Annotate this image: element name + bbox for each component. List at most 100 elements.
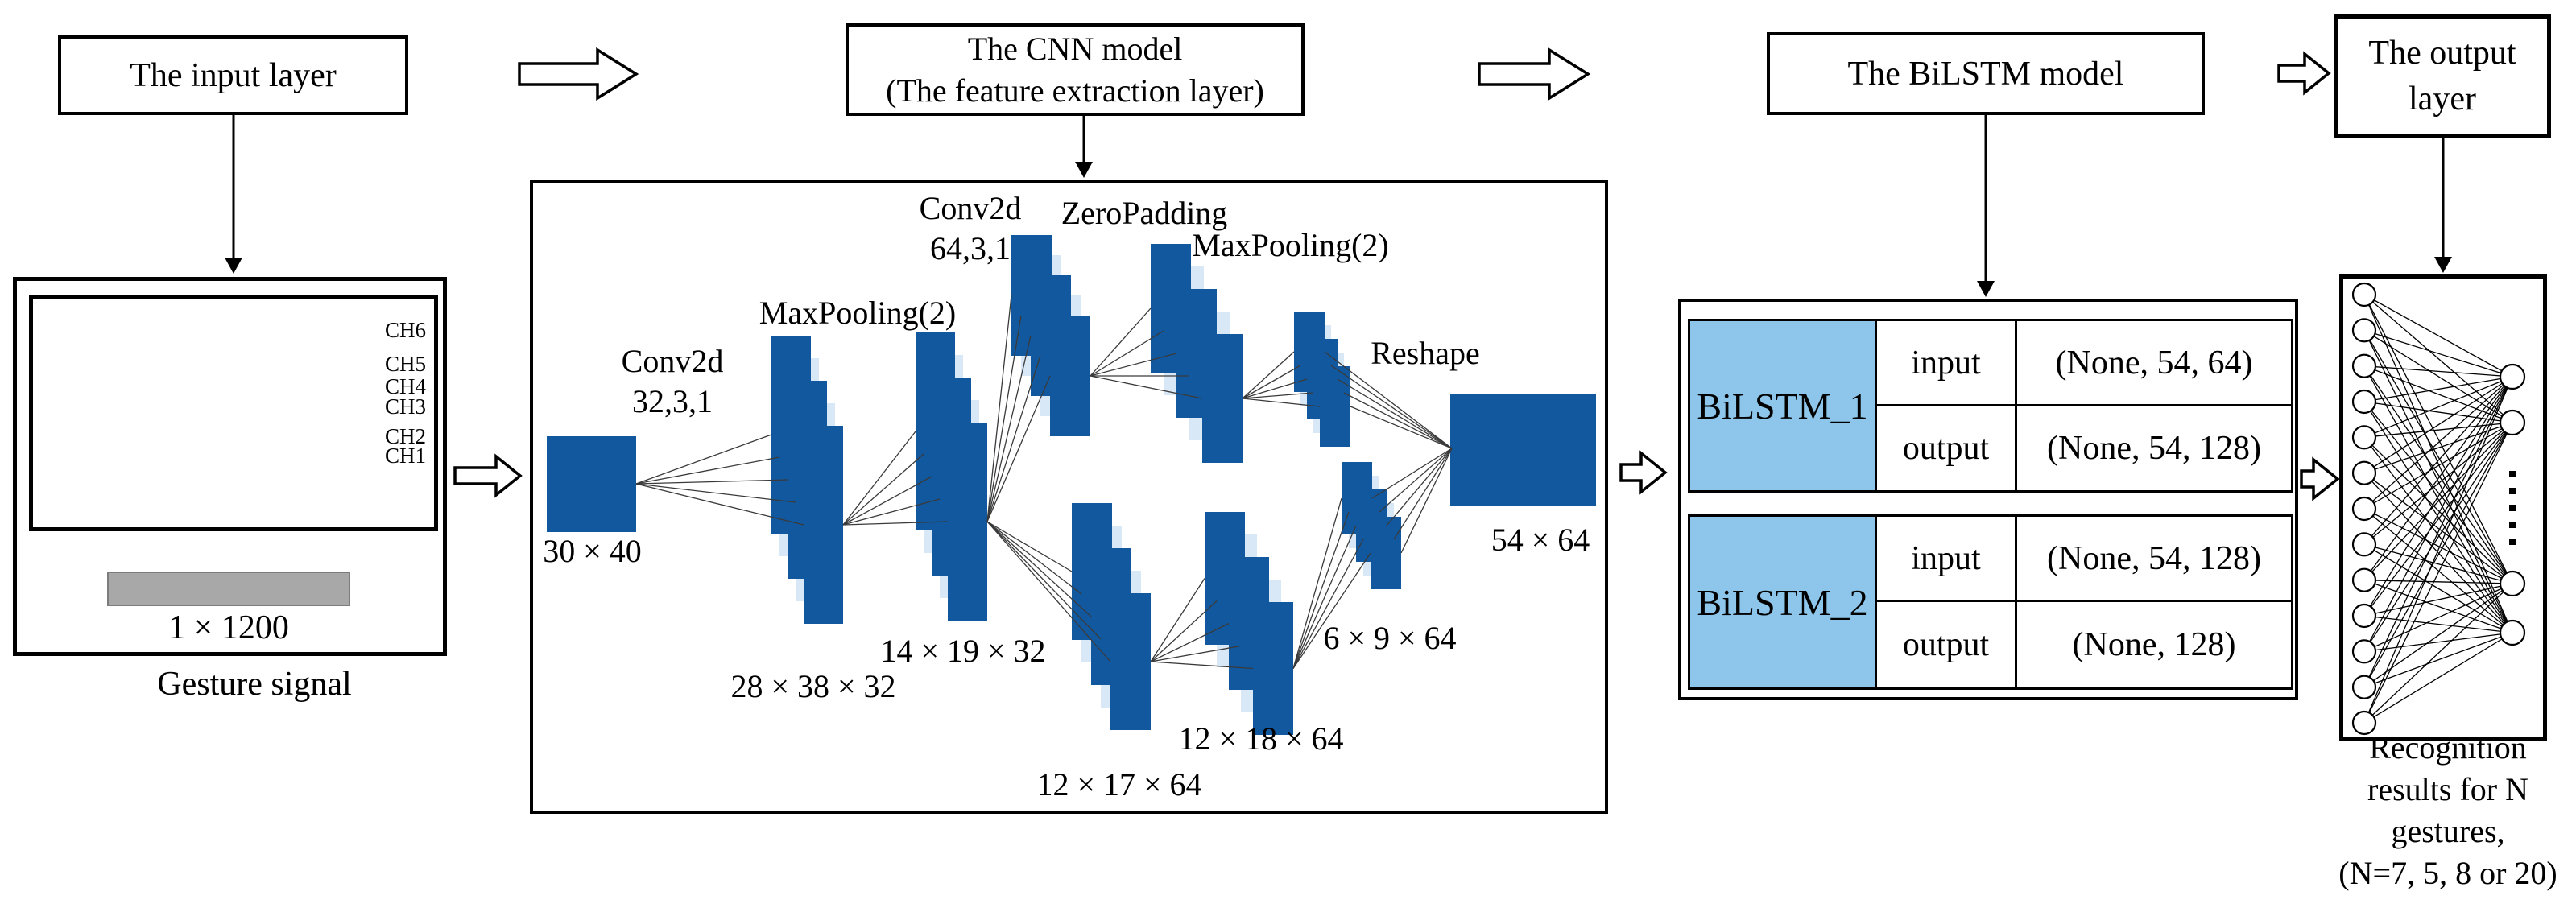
net-input-node	[2351, 425, 2377, 450]
fan-conv1-to-pool1	[842, 521, 949, 526]
arrow-bilstmpanel-to-net-icon	[2300, 456, 2340, 501]
output-layer-box: The output layer	[2334, 14, 2551, 138]
fan-input-to-conv1	[635, 483, 796, 503]
fan-pool2-to-reshape	[1393, 448, 1453, 540]
fan-zeropad-to-pool2	[1242, 351, 1295, 399]
fan-conv2-to-zeropad	[1090, 307, 1152, 377]
net-ellipsis-dot-icon	[2509, 471, 2516, 477]
recognition-caption-line4: (N=7, 5, 8 or 20)	[2338, 855, 2557, 891]
fan-input-to-conv1	[635, 434, 772, 485]
conv2-label-params: 64,3,1	[930, 230, 1011, 266]
output-layer-label-line2: layer	[2409, 80, 2476, 118]
connector-input-to-gesture-head-icon	[225, 258, 242, 274]
fan-zeropad-to-pool2	[1242, 365, 1301, 399]
net-edge	[2363, 401, 2513, 423]
conv2-label: Conv2d 64,3,1	[890, 188, 1051, 269]
fan-zeropad-to-pool2	[1292, 511, 1350, 669]
dim-zeropad-label: 12 × 18 × 64	[1178, 720, 1344, 757]
net-edge	[2363, 508, 2513, 584]
dim-reshape-label: 54 × 64	[1491, 522, 1590, 558]
dim-input-label: 30 × 40	[543, 533, 642, 569]
recognition-caption-line3: gestures,	[2391, 813, 2505, 849]
net-input-node	[2351, 389, 2377, 415]
net-input-node	[2351, 460, 2377, 485]
conv1-label-params: 32,3,1	[632, 383, 713, 419]
channel-label-ch6: CH6	[385, 318, 427, 342]
channel-label-ch1: CH1	[385, 444, 427, 468]
fan-zeropad-to-pool2	[1242, 398, 1321, 407]
net-edge	[2363, 376, 2513, 617]
bilstm1-input-shape: (None, 54, 64)	[2017, 321, 2291, 406]
fan-conv2-to-zeropad	[1150, 622, 1230, 662]
conv2-label-name: Conv2d	[919, 190, 1022, 226]
fan-conv1-to-pool1	[842, 431, 916, 526]
net-edge	[2363, 422, 2513, 510]
fan-pool1-to-conv2	[986, 521, 1082, 595]
net-edge	[2363, 376, 2513, 724]
feature-stack-cu-bar	[1050, 316, 1090, 436]
bilstm2-output-label: output	[1877, 602, 2017, 687]
net-edge	[2363, 330, 2513, 633]
feature-stack-el-bar	[1371, 517, 1401, 589]
fan-conv1-to-pool1	[842, 476, 932, 526]
fan-conv2-to-zeropad	[1090, 330, 1164, 377]
fan-pool2-to-reshape	[1337, 378, 1453, 449]
net-edge	[2363, 376, 2513, 510]
cnn-input-map	[547, 436, 636, 532]
net-edge	[2363, 580, 2513, 584]
fan-zeropad-to-pool2	[1242, 378, 1308, 399]
net-input-node	[2351, 710, 2377, 736]
feature-stack-b-bar	[948, 423, 987, 621]
dim-pool2-label: 6 × 9 × 64	[1323, 620, 1457, 656]
bilstm-model-label: The BiLSTM model	[1847, 55, 2124, 93]
net-edge	[2363, 632, 2513, 724]
net-edge	[2363, 376, 2513, 652]
net-input-node	[2351, 639, 2377, 664]
arrow-input-to-cnn-icon	[518, 47, 639, 101]
fan-pool1-to-conv2	[986, 355, 1041, 522]
net-ellipsis-dot-icon	[2509, 488, 2516, 494]
conv1-label: Conv2d 32,3,1	[592, 341, 753, 422]
feature-stack-cl-bar	[1110, 593, 1151, 730]
net-edge	[2363, 436, 2513, 584]
net-edge	[2363, 583, 2513, 617]
signal-vector-size: 1 × 1200	[168, 609, 289, 646]
bilstm1-name-cell: BiLSTM_1	[1690, 321, 1877, 490]
net-input-node	[2351, 353, 2377, 378]
net-input-node	[2351, 496, 2377, 522]
arrow-cnnpanel-to-bilstmpanel-icon	[1619, 450, 1668, 495]
net-edge	[2363, 583, 2513, 652]
connector-bilstm-to-panel-head-icon	[1977, 281, 1995, 297]
net-input-node	[2351, 532, 2377, 557]
recognition-caption-line1: Recognition	[2369, 729, 2527, 766]
fan-conv1-to-pool1	[842, 453, 924, 526]
channel-label-ch5: CH5	[385, 352, 427, 376]
net-edge	[2363, 329, 2513, 423]
bilstm2-input-label: input	[1877, 517, 2017, 602]
net-edge	[2363, 376, 2513, 474]
recognition-caption-line2: results for N	[2367, 771, 2528, 807]
net-edge	[2363, 365, 2513, 633]
net-ellipsis-dot-icon	[2509, 505, 2516, 511]
net-edge	[2363, 543, 2513, 633]
net-output-node	[2499, 570, 2526, 597]
net-edge	[2363, 376, 2513, 545]
net-edge	[2363, 615, 2513, 633]
output-layer-label-line1: The output	[2368, 35, 2516, 72]
bilstm2-input-shape: (None, 54, 128)	[2017, 517, 2291, 602]
fan-conv2-to-zeropad	[1150, 661, 1254, 670]
net-edge	[2363, 632, 2513, 652]
net-edge	[2363, 401, 2513, 584]
net-edge	[2363, 580, 2513, 633]
fan-pool1-to-conv2	[986, 521, 1073, 572]
fan-pool2-to-reshape	[1330, 365, 1453, 449]
net-edge	[2363, 376, 2513, 402]
bilstm1-input-label: input	[1877, 321, 2017, 406]
bilstm2-output-shape: (None, 128)	[2017, 602, 2291, 687]
net-edge	[2363, 436, 2513, 633]
bilstm-model-box: The BiLSTM model	[1767, 32, 2205, 115]
fan-input-to-conv1	[635, 479, 788, 485]
net-edge	[2363, 294, 2513, 633]
dim-pool1-label: 14 × 19 × 32	[880, 633, 1046, 669]
input-layer-box: The input layer	[58, 35, 408, 115]
